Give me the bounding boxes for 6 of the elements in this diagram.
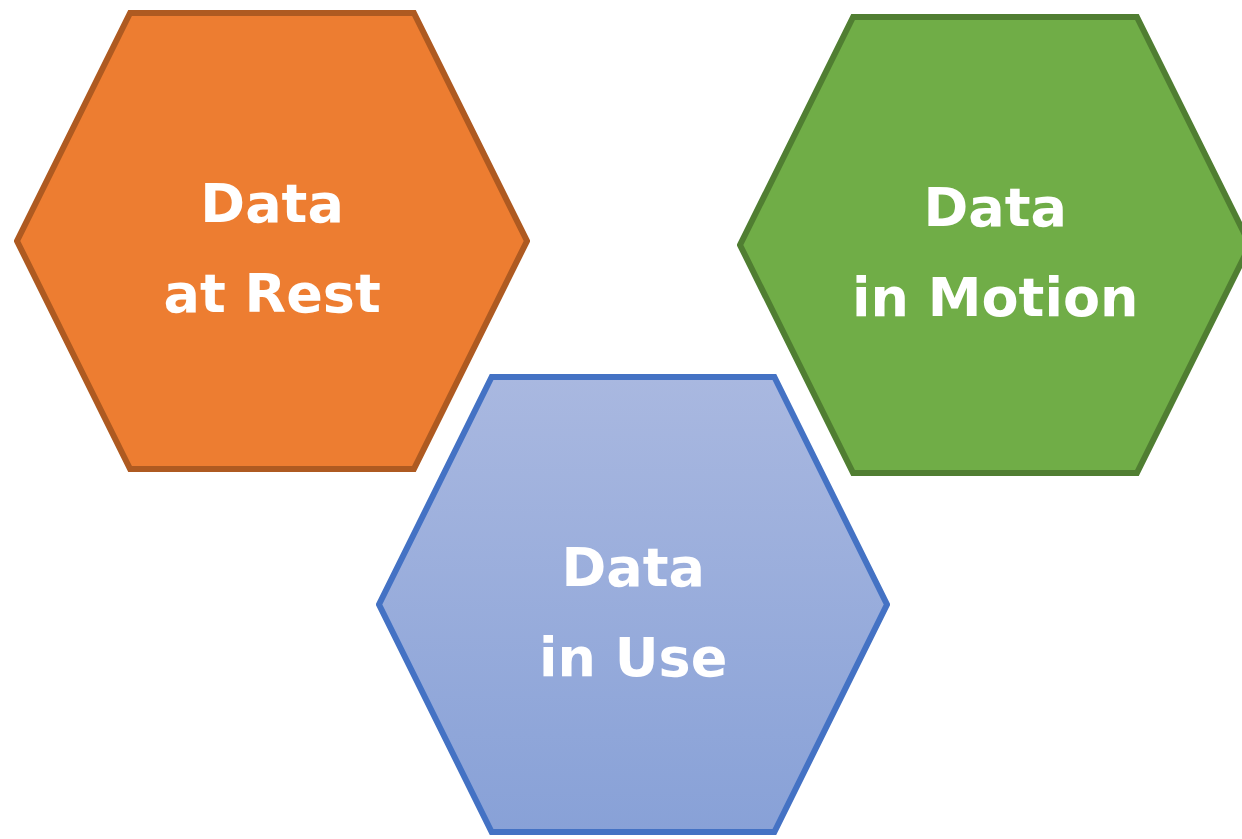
hexagon-label: Data at Rest	[163, 171, 381, 327]
hexagon-shape	[737, 14, 1242, 476]
hexagon-shape	[14, 10, 530, 472]
hexagon-label: Data in Use	[539, 534, 728, 691]
hexagon-shape	[376, 374, 890, 835]
hexagon-label: Data in Motion	[852, 175, 1139, 331]
